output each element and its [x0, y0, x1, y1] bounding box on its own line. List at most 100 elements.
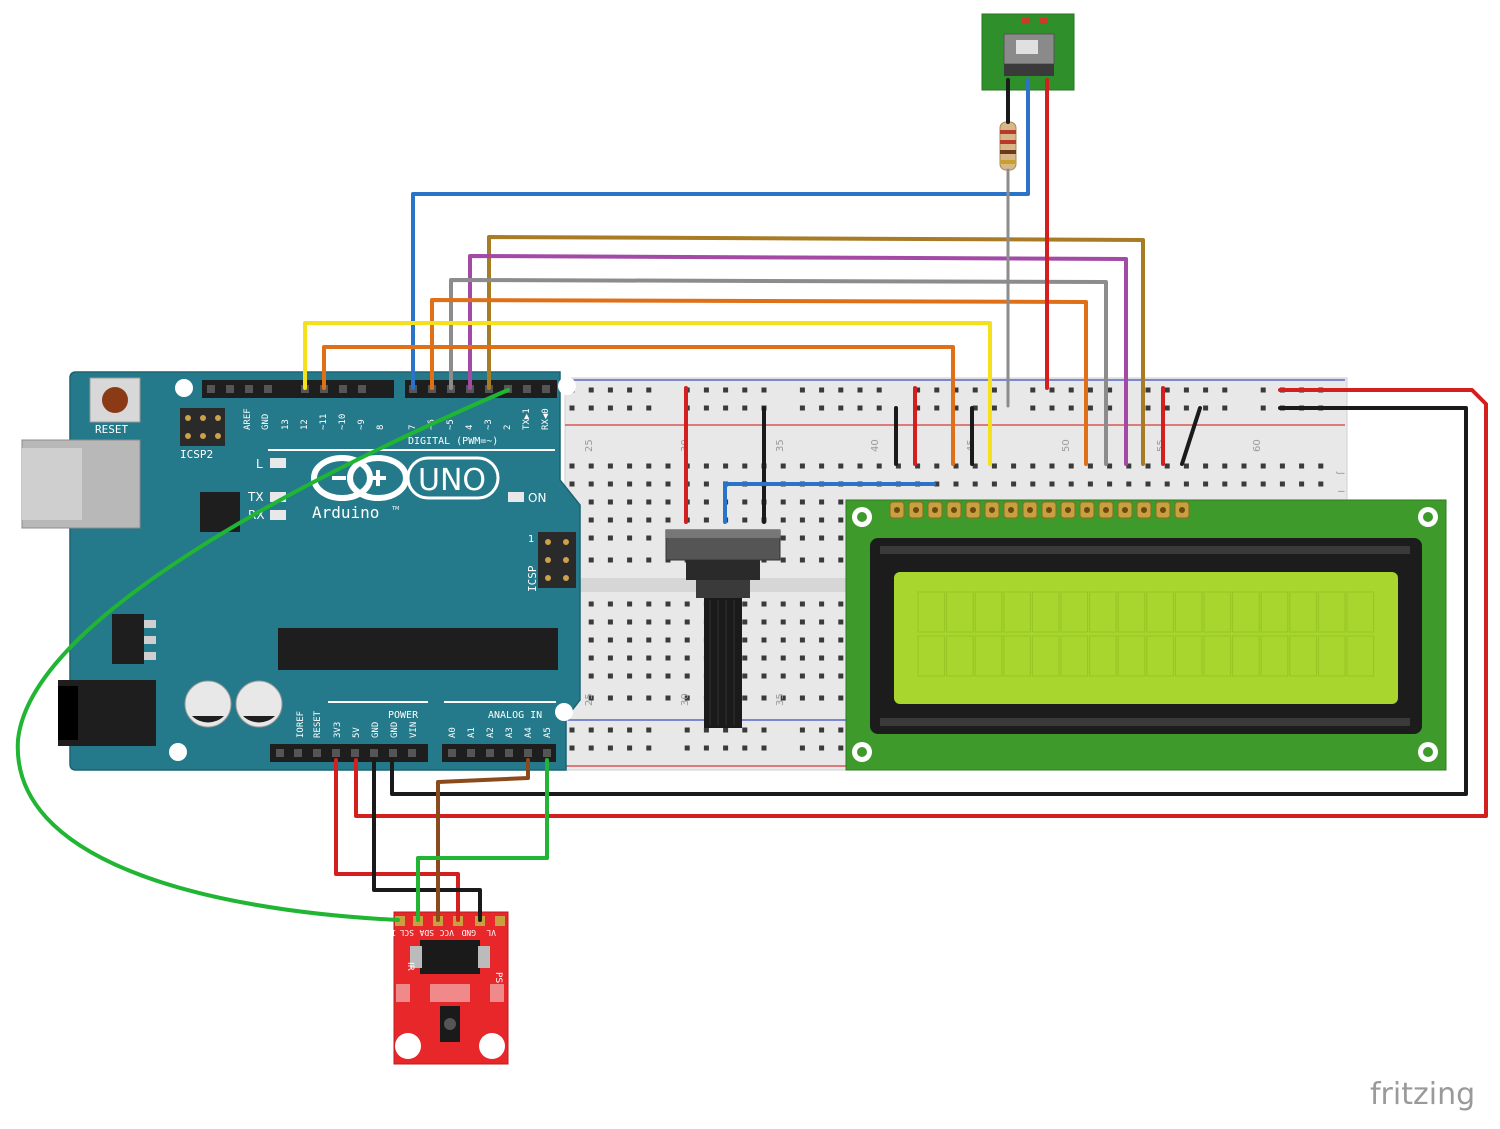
power-pins: [276, 749, 416, 757]
voltage-regulator: [112, 614, 144, 664]
arduino-model: UNO: [418, 463, 486, 498]
bb-number: 60: [1252, 439, 1263, 452]
sensor-pin-label: GND: [461, 928, 476, 937]
power-pin-label: 3V3: [333, 722, 343, 738]
digital-pin-label: ~5: [446, 419, 456, 430]
analog-pin-label: A4: [524, 727, 534, 738]
header-pin[interactable]: [389, 749, 397, 757]
bb-number: 35: [775, 439, 786, 452]
sensor-pin-label: INT: [381, 928, 396, 937]
capacitor-2: [235, 680, 283, 728]
analog-pin-label: A1: [467, 727, 477, 738]
lcd-16x2-module: [845, 499, 1447, 771]
analog-pin-label: A3: [505, 727, 515, 738]
capacitor-1: [184, 680, 232, 728]
digital-pin-label: 2: [503, 425, 513, 430]
icsp-pin1-label: 1: [528, 534, 534, 545]
digital-pin-label: ~3: [484, 419, 494, 430]
digital-pin-label: 12: [300, 419, 310, 430]
digital-pin-label: 4: [465, 425, 475, 430]
power-pin-label: VIN: [409, 722, 419, 738]
led-rx: [270, 510, 286, 520]
sensor-pin-label: SDA: [419, 928, 434, 937]
header-pin[interactable]: [523, 385, 531, 393]
power-pin-label: GND: [371, 722, 381, 738]
digital-pin-label: TX▶1: [522, 408, 532, 430]
header-pin[interactable]: [408, 749, 416, 757]
power-pin-label: RESET: [313, 710, 323, 738]
wire-gray-pin5: [449, 278, 1108, 466]
digital-pin-label: 7: [408, 425, 418, 430]
sensor-pin-label: VCC: [439, 928, 454, 937]
header-pin[interactable]: [486, 749, 494, 757]
header-pin[interactable]: [524, 749, 532, 757]
led-on: [508, 492, 524, 502]
digital-header-2: [405, 380, 557, 398]
row-letter-j: J: [1335, 471, 1345, 475]
arduino-logo: [311, 455, 500, 501]
bb-number: 25: [584, 693, 595, 706]
header-pin[interactable]: [505, 749, 513, 757]
icsp-header: [538, 532, 576, 588]
bb-number: 50: [1061, 439, 1072, 452]
digital-pin-label: ~10: [338, 414, 348, 430]
bb-number: 25: [584, 439, 595, 452]
header-pin[interactable]: [467, 749, 475, 757]
analog-pins: [448, 749, 551, 757]
lcd-header-pins: [889, 501, 1190, 519]
header-pin[interactable]: [358, 385, 366, 393]
header-pin[interactable]: [339, 385, 347, 393]
digital-pin-label: AREF: [243, 408, 253, 430]
header-pin[interactable]: [207, 385, 215, 393]
led-tx-label: TX: [247, 490, 264, 504]
led-tx: [270, 492, 286, 502]
header-pin[interactable]: [245, 385, 253, 393]
header-pin[interactable]: [226, 385, 234, 393]
header-pin[interactable]: [351, 749, 359, 757]
header-pin[interactable]: [543, 749, 551, 757]
header-pin[interactable]: [332, 749, 340, 757]
power-pin-label: 5V: [352, 727, 362, 738]
header-pin[interactable]: [313, 749, 321, 757]
sensor-pin[interactable]: [495, 916, 505, 926]
header-pin[interactable]: [370, 749, 378, 757]
bb-number: 35: [775, 693, 786, 706]
atmega-chip: [278, 628, 558, 670]
led-on-label: ON: [528, 491, 546, 505]
digital-pin-label: RX◀0: [541, 408, 551, 430]
analog-pin-label: A5: [543, 727, 553, 738]
sensor-label-ps: PS: [493, 972, 503, 983]
header-pin[interactable]: [542, 385, 550, 393]
led-l-label: L: [256, 457, 263, 471]
digital-pin-label: ~11: [319, 414, 329, 430]
row-letter-i: I: [1335, 490, 1345, 493]
wire-yellow-pin12: [303, 321, 992, 466]
switch-actuator[interactable]: [1016, 40, 1038, 54]
potentiometer[interactable]: [665, 529, 781, 728]
sensor-pin[interactable]: [395, 916, 405, 926]
analog-pin-label: A0: [448, 727, 458, 738]
header-pin[interactable]: [276, 749, 284, 757]
bb-number: 40: [870, 439, 881, 452]
fritzing-watermark: fritzing: [1370, 1077, 1475, 1112]
digital-pin-label: 8: [376, 425, 386, 430]
digital-header: [202, 380, 394, 398]
header-pin[interactable]: [294, 749, 302, 757]
wire-gold-pin3: [487, 235, 1145, 466]
power-pin-label: GND: [390, 722, 400, 738]
sensor-pin-label: VL: [486, 928, 496, 937]
header-pin[interactable]: [264, 385, 272, 393]
wire-orange-pin11: [322, 345, 955, 466]
reset-button[interactable]: [89, 377, 141, 423]
digital-pin-label: GND: [261, 414, 271, 430]
wires: [15, 78, 1488, 922]
icsp2-header: [180, 408, 225, 446]
digital-pin-label: ~9: [357, 419, 367, 430]
header-pin[interactable]: [448, 749, 456, 757]
slide-switch[interactable]: [981, 13, 1075, 91]
sensor-label-ir: IR: [405, 962, 415, 971]
